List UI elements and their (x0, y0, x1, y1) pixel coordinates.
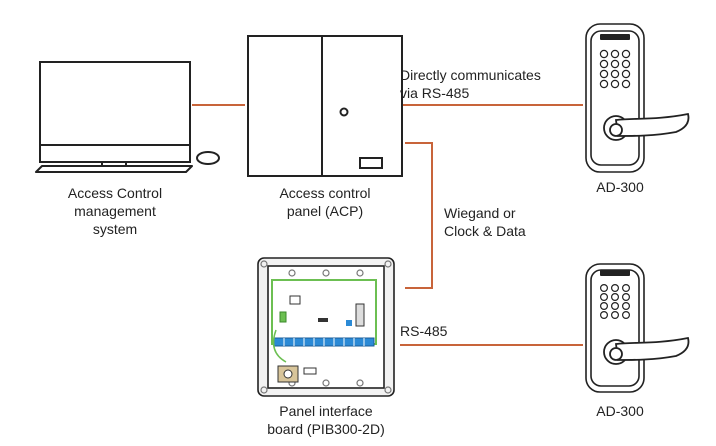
line-acp-to-pib-wiegand (405, 142, 433, 289)
keypad-lever-lock-icon (585, 23, 690, 173)
computer-label-line-1: Access Control (67, 185, 163, 201)
acp-label-line-2: panel (ACP) (286, 203, 364, 219)
computer-label-line-2: management (74, 203, 156, 219)
rs485-direct-line-1: Directly communicates (400, 67, 541, 83)
acp-label-line-1: Access control (279, 185, 371, 201)
pib-label-line-1: Panel interface (279, 403, 373, 419)
rs485-line-1: RS-485 (400, 323, 448, 339)
wiegand-label: Wiegand or Clock & Data (444, 204, 584, 240)
lock-top-model: AD-300 (596, 179, 644, 195)
computer-label-line-3: system (92, 221, 138, 237)
access-control-panel-icon (247, 35, 403, 177)
pib-label-line-2: board (PIB300-2D) (267, 421, 385, 437)
keypad-lever-lock-icon (585, 263, 690, 393)
lock-bottom-model: AD-300 (596, 403, 644, 419)
mouse-icon (196, 151, 220, 165)
acp-label: Access control panel (ACP) (240, 184, 410, 220)
lock-top-label: AD-300 (570, 178, 670, 196)
computer-label: Access Control management system (30, 184, 200, 238)
connector-lines (192, 104, 583, 346)
pib-label: Panel interface board (PIB300-2D) (236, 402, 416, 438)
desktop-computer-icon (35, 61, 220, 173)
rs485-direct-line-2: via RS-485 (400, 85, 470, 101)
wiegand-line-2: Clock & Data (444, 223, 526, 239)
panel-interface-board-icon (257, 257, 395, 397)
wiegand-line-1: Wiegand or (444, 205, 516, 221)
rs485-label: RS-485 (400, 322, 500, 340)
lock-bottom-label: AD-300 (570, 402, 670, 420)
rs485-direct-label: Directly communicates via RS-485 (400, 66, 590, 102)
